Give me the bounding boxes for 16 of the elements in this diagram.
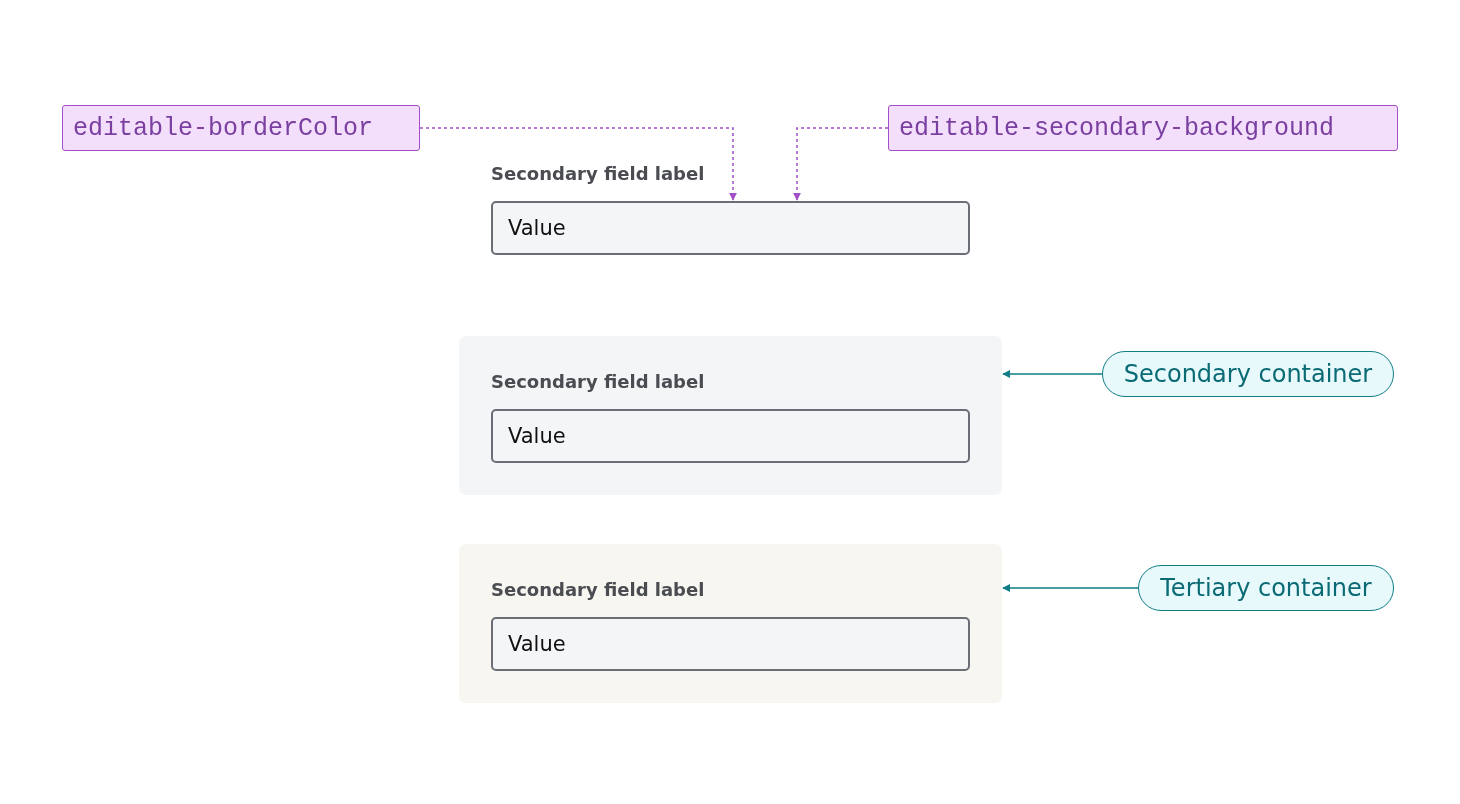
field-label: Secondary field label [491, 579, 705, 600]
container-panel [459, 336, 1002, 495]
field-label: Secondary field label [491, 371, 705, 392]
leader-line [793, 127, 889, 201]
callout-pill: Tertiary container [1138, 565, 1394, 611]
container-panel [459, 544, 1002, 703]
input-field: Value [491, 409, 970, 463]
token-callout: editable-secondary-background [888, 105, 1398, 151]
callout-pill: Secondary container [1102, 351, 1394, 397]
token-callout: editable-borderColor [62, 105, 420, 151]
input-field: Value [491, 201, 970, 255]
leader-line [419, 127, 737, 201]
input-field: Value [491, 617, 970, 671]
field-label: Secondary field label [491, 163, 705, 184]
leader-line [1002, 584, 1139, 592]
leader-line [1002, 370, 1103, 378]
